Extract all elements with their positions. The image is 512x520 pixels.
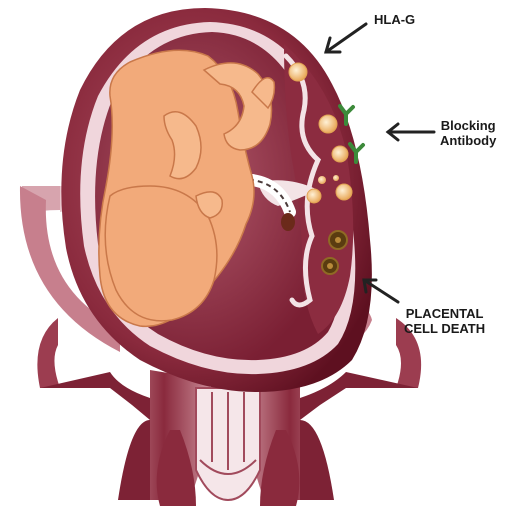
arrow-blocking-antibody <box>388 124 434 140</box>
hla-g-cell-small <box>318 176 326 184</box>
hla-g-cell <box>332 146 348 162</box>
blocking-antibody-label: Blocking Antibody <box>440 118 496 148</box>
hla-g-cell <box>319 115 337 133</box>
hla-g-label-text: HLA-G <box>374 12 415 27</box>
arrow-hla-g <box>326 24 366 52</box>
hla-g-cell-small <box>333 175 339 181</box>
hla-g-label: HLA-G <box>374 12 415 27</box>
hla-g-cell <box>307 189 321 203</box>
placental-cell-death-line1: PLACENTAL <box>404 306 485 321</box>
hla-g-cell <box>289 63 307 81</box>
placental-cell-death-label: PLACENTAL CELL DEATH <box>404 306 485 336</box>
blocking-antibody-line1: Blocking <box>440 118 496 133</box>
blocking-antibody-line2: Antibody <box>440 133 496 148</box>
hla-g-cell <box>336 184 352 200</box>
placental-cell-death-line2: CELL DEATH <box>404 321 485 336</box>
